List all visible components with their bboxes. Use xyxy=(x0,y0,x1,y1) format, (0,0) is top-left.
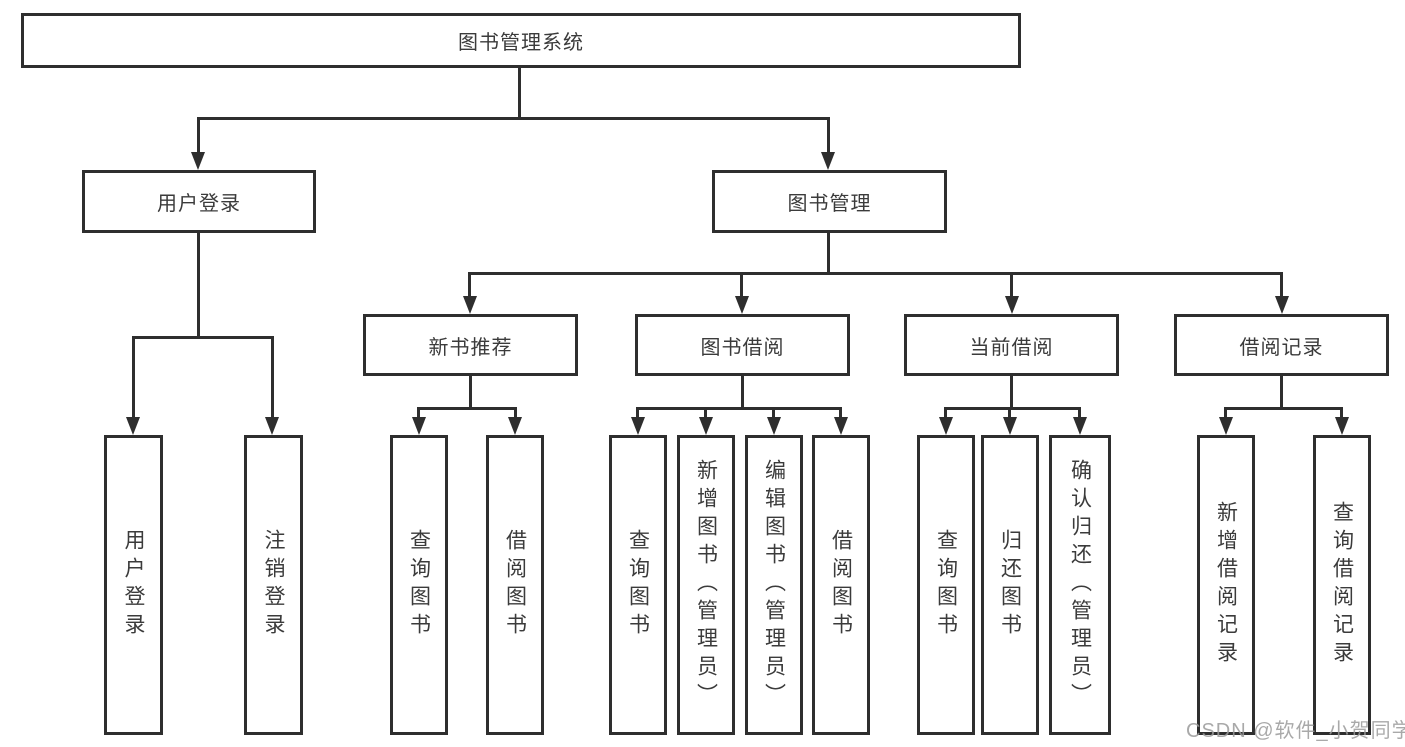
connector-line xyxy=(271,336,274,420)
leaf-bb-edit-books-admin: 编辑图书（管理员） xyxy=(745,435,803,735)
connector-line xyxy=(417,407,517,410)
arrowhead-down-icon xyxy=(834,417,848,435)
arrowhead-down-icon xyxy=(191,152,205,170)
arrowhead-down-icon xyxy=(1003,417,1017,435)
connector-line xyxy=(1078,407,1081,421)
connector-line xyxy=(469,376,472,410)
arrowhead-down-icon xyxy=(463,296,477,314)
connector-line xyxy=(1280,376,1283,410)
arrowhead-down-icon xyxy=(1005,296,1019,314)
connector-line xyxy=(944,407,947,421)
leaf-user-login: 用户登录 xyxy=(104,435,163,735)
connector-line xyxy=(704,407,707,421)
connector-line xyxy=(1010,376,1013,410)
connector-line xyxy=(944,407,1081,410)
connector-line xyxy=(468,272,1283,275)
leaf-cb-confirm-return-admin: 确认归还（管理员） xyxy=(1049,435,1111,735)
arrowhead-down-icon xyxy=(126,417,140,435)
leaf-nb-borrow-books: 借阅图书 xyxy=(486,435,544,735)
arrowhead-down-icon xyxy=(699,417,713,435)
connector-line xyxy=(636,407,639,421)
leaf-bb-borrow-books: 借阅图书 xyxy=(812,435,870,735)
leaf-br-query-record: 查询借阅记录 xyxy=(1313,435,1371,735)
arrowhead-down-icon xyxy=(412,417,426,435)
watermark: CSDN @软件_小贺同学 xyxy=(1186,720,1405,742)
arrowhead-down-icon xyxy=(631,417,645,435)
node-book-management: 图书管理 xyxy=(712,170,947,233)
leaf-bb-query-books: 查询图书 xyxy=(609,435,667,735)
node-book-borrowing: 图书借阅 xyxy=(635,314,850,376)
connector-line xyxy=(827,117,830,153)
connector-line xyxy=(827,233,830,275)
node-borrowing-records: 借阅记录 xyxy=(1174,314,1389,376)
connector-line xyxy=(468,272,471,298)
arrowhead-down-icon xyxy=(939,417,953,435)
arrowhead-down-icon xyxy=(1275,296,1289,314)
node-current-borrowing: 当前借阅 xyxy=(904,314,1119,376)
connector-line xyxy=(1010,272,1013,298)
connector-line xyxy=(197,117,200,153)
arrowhead-down-icon xyxy=(735,296,749,314)
connector-line xyxy=(1340,407,1343,421)
connector-line xyxy=(1224,407,1227,421)
leaf-logout: 注销登录 xyxy=(244,435,303,735)
connector-line xyxy=(417,407,420,421)
node-library-system: 图书管理系统 xyxy=(21,13,1021,68)
connector-line xyxy=(197,117,830,120)
connector-line xyxy=(1280,272,1283,298)
connector-line xyxy=(1008,407,1011,421)
node-new-book-recommend: 新书推荐 xyxy=(363,314,578,376)
arrowhead-down-icon xyxy=(821,152,835,170)
connector-line xyxy=(132,336,135,420)
leaf-br-add-record: 新增借阅记录 xyxy=(1197,435,1255,735)
leaf-bb-add-books-admin: 新增图书（管理员） xyxy=(677,435,735,735)
connector-line xyxy=(197,233,200,339)
connector-line xyxy=(741,376,744,410)
arrowhead-down-icon xyxy=(1219,417,1233,435)
arrowhead-down-icon xyxy=(1073,417,1087,435)
arrowhead-down-icon xyxy=(508,417,522,435)
connector-line xyxy=(636,407,842,410)
arrowhead-down-icon xyxy=(1335,417,1349,435)
leaf-cb-return-books: 归还图书 xyxy=(981,435,1039,735)
arrowhead-down-icon xyxy=(265,417,279,435)
leaf-cb-query-books: 查询图书 xyxy=(917,435,975,735)
connector-line xyxy=(1224,407,1343,410)
connector-line xyxy=(514,407,517,421)
connector-line xyxy=(132,336,274,339)
connector-line xyxy=(772,407,775,421)
connector-line xyxy=(740,272,743,298)
node-user-login: 用户登录 xyxy=(82,170,316,233)
connector-line xyxy=(839,407,842,421)
connector-line xyxy=(518,68,521,120)
arrowhead-down-icon xyxy=(767,417,781,435)
leaf-nb-query-books: 查询图书 xyxy=(390,435,448,735)
